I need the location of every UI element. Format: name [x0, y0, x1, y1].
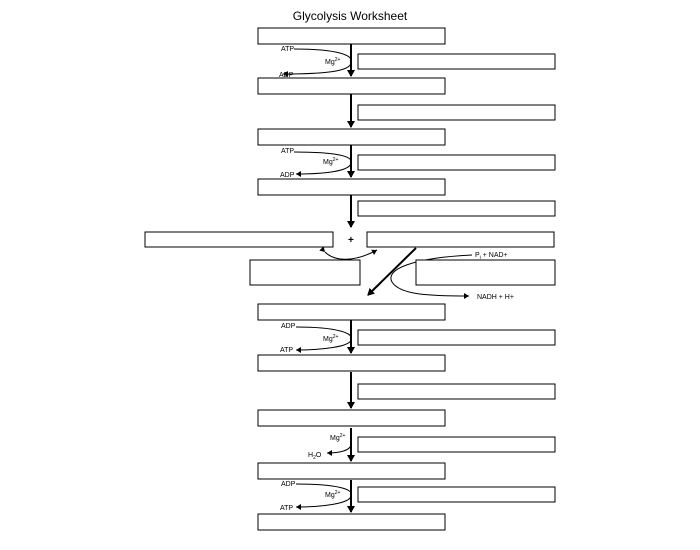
nadh-label: NADH + H+	[477, 294, 514, 301]
step-6-arrow	[367, 247, 417, 296]
substrate-box-4[interactable]	[257, 178, 446, 196]
enzyme-box-10[interactable]	[357, 486, 556, 503]
adp-label-3: ADP	[281, 323, 296, 330]
water-label: H2O	[308, 452, 322, 461]
enzyme-box-2[interactable]	[357, 104, 556, 121]
enzyme-box-9[interactable]	[357, 436, 556, 453]
enzyme-box-5[interactable]	[249, 259, 361, 286]
atp-label-3: ATP	[280, 347, 293, 354]
substrate-box-10[interactable]	[257, 513, 446, 531]
substrate-box-9[interactable]	[257, 462, 446, 480]
enzyme-box-1[interactable]	[357, 53, 556, 70]
atp-label-1: ATP	[281, 46, 294, 53]
worksheet-title: Glycolysis Worksheet	[293, 9, 408, 23]
pi-nad-label: Pi + NAD+	[475, 252, 508, 261]
water-out-curve	[326, 442, 352, 456]
substrate-box-5b[interactable]	[366, 231, 555, 248]
adp-label-2: ADP	[280, 172, 295, 179]
enzyme-box-4[interactable]	[357, 200, 556, 217]
atp-in-curve-2	[293, 151, 352, 163]
enzyme-box-7[interactable]	[357, 329, 556, 346]
substrate-box-3[interactable]	[257, 128, 446, 146]
mg-label-3: Mg2+	[323, 334, 339, 343]
mg-label-4: Mg2+	[330, 433, 346, 442]
mg-label-1: Mg2+	[325, 57, 341, 66]
adp-label-4: ADP	[281, 481, 296, 488]
adp-out-curve-1	[282, 61, 352, 77]
substrate-box-6[interactable]	[257, 303, 446, 321]
substrate-box-1[interactable]	[257, 27, 446, 45]
atp-in-curve-1	[293, 48, 352, 62]
adp-label-1: ADP	[279, 72, 294, 79]
adp-out-curve-2	[295, 161, 352, 177]
substrate-box-8[interactable]	[257, 409, 446, 427]
substrate-box-2[interactable]	[257, 77, 446, 95]
mg-label-5: Mg2+	[325, 490, 341, 499]
enzyme-box-8[interactable]	[357, 383, 556, 400]
atp-label-2: ATP	[281, 148, 294, 155]
atp-out-curve-3	[295, 338, 352, 353]
enzyme-box-3[interactable]	[357, 154, 556, 171]
adp-in-curve-4	[295, 483, 352, 495]
substrate-box-7[interactable]	[257, 354, 446, 372]
mg-label-2: Mg2+	[323, 157, 339, 166]
split-curve	[319, 246, 378, 260]
plus-sign: +	[348, 235, 354, 246]
atp-out-curve-4	[295, 494, 352, 510]
enzyme-box-6[interactable]	[415, 259, 556, 286]
adp-in-curve-3	[295, 326, 352, 339]
atp-label-4: ATP	[280, 505, 293, 512]
substrate-box-5a[interactable]	[144, 231, 334, 248]
